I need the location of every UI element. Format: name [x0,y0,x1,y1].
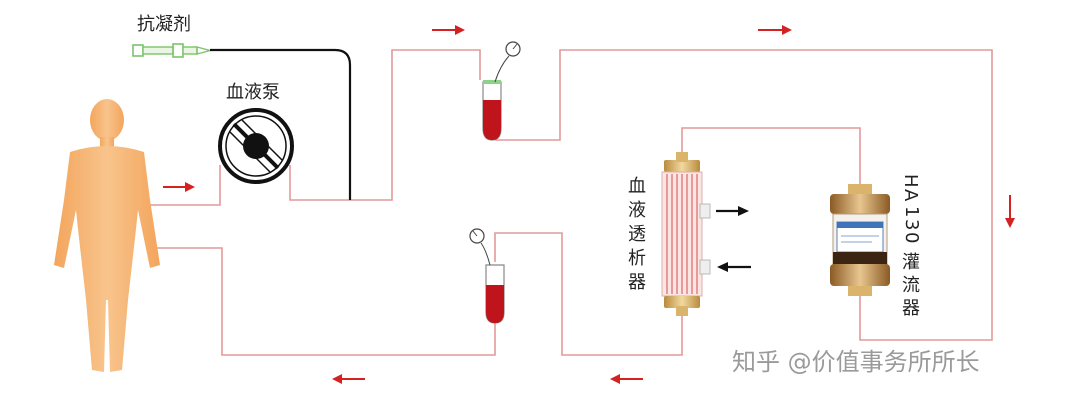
perfusion-device-label: H A 1 3 0 灌 流 器 [900,174,922,319]
pressure-gauge-icon [469,228,491,266]
svg-text:流: 流 [902,275,920,296]
arrow-down-icon [1005,195,1015,228]
blood-pump-label: 血液泵 [226,82,280,103]
arrow-left-icon [332,374,365,384]
svg-text:血: 血 [628,176,646,197]
svg-text:A: A [900,189,921,202]
blood-tubing [145,49,993,356]
arrow-right-icon [432,25,465,35]
blood-pump-icon [218,108,294,184]
watermark: 知乎 @价值事务所所长 [732,348,980,376]
human-body-icon [54,99,160,372]
arrow-left-icon [610,374,643,384]
anticoagulant-line [210,48,352,200]
svg-text:液: 液 [628,200,646,221]
svg-text:0: 0 [901,232,922,243]
svg-text:3: 3 [901,219,922,230]
dialyzer-label: 血 液 透 析 器 [628,176,646,293]
anticoagulant-label: 抗凝剂 [137,14,191,35]
svg-text:透: 透 [628,224,646,245]
dialyzer-icon [661,152,711,316]
svg-text:1: 1 [901,206,922,217]
dialysate-flow-arrows [716,206,751,272]
syringe-icon [132,43,213,58]
arrow-right-icon [163,182,195,192]
drip-chamber-icon [482,80,502,141]
arrow-right-icon [716,206,749,216]
arrow-right-icon [758,25,792,35]
svg-text:灌: 灌 [902,252,920,273]
svg-text:器: 器 [902,298,920,319]
arrow-left-icon [717,262,751,272]
drip-chamber-icon [485,264,505,324]
flow-arrows [163,25,1015,384]
svg-text:器: 器 [628,272,646,293]
svg-text:H: H [900,174,921,188]
svg-text:析: 析 [628,248,646,269]
pressure-gauge-icon [494,41,521,83]
hemoperfusion-cartridge-icon [830,184,890,296]
